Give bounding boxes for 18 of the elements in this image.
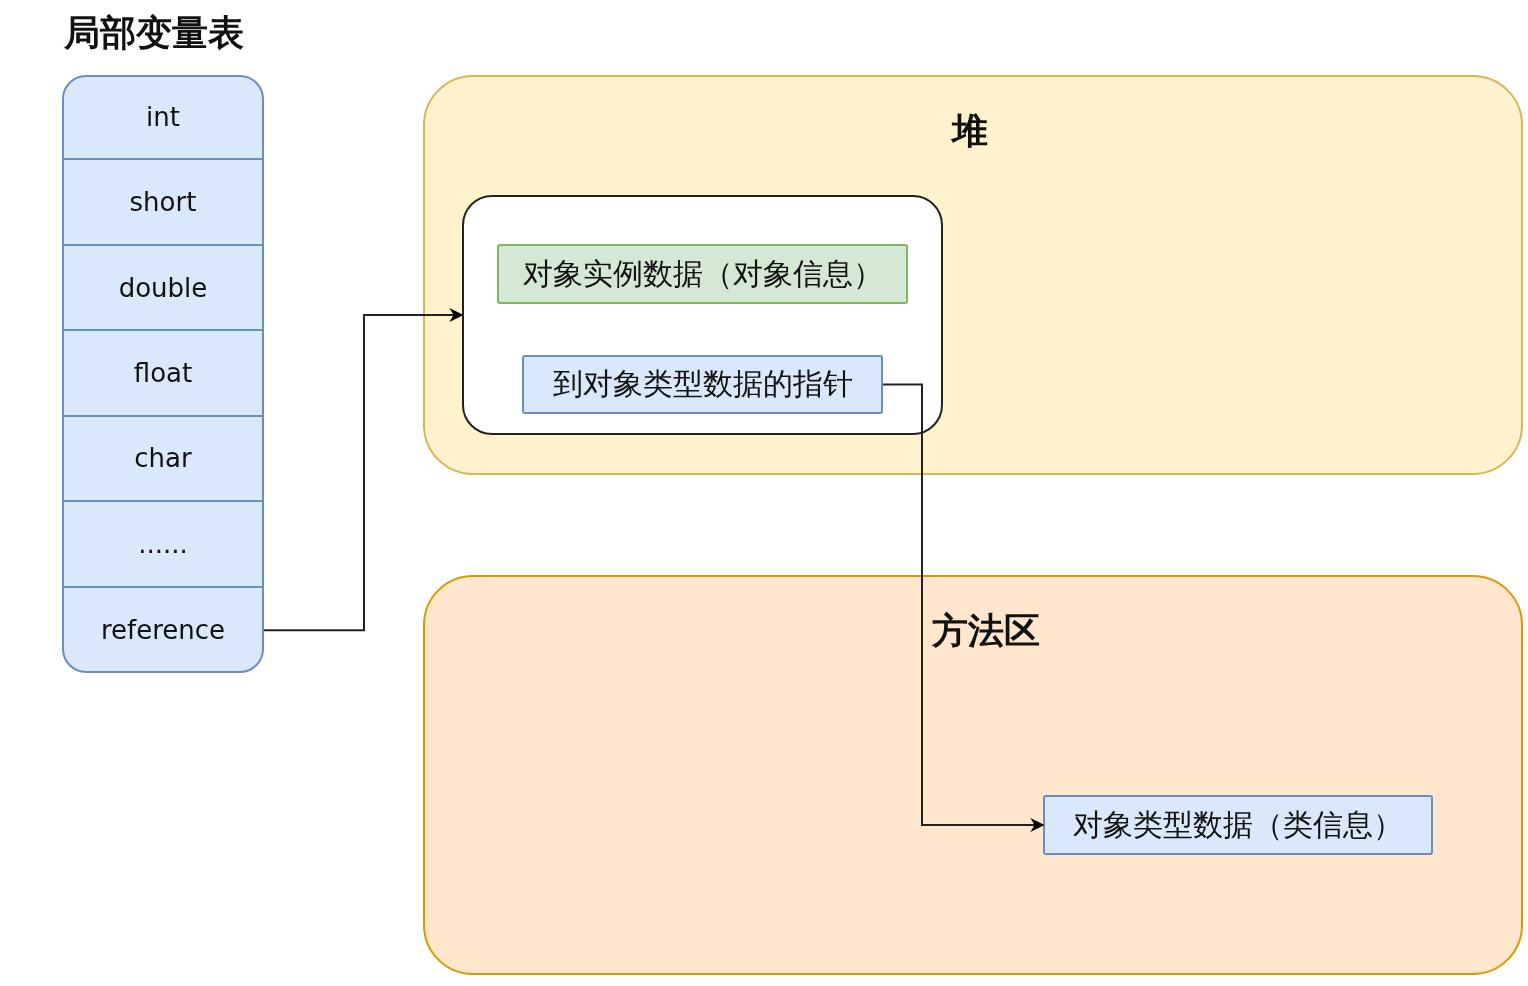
table-cell: short [62,160,264,246]
table-cell: reference [62,587,264,673]
method-area [423,575,1523,975]
heap-area [423,75,1523,475]
table-cell: ...... [62,502,264,588]
data-box: 对象类型数据（类信息） [1043,795,1433,855]
arrow [882,383,1045,832]
area-title: 方法区 [932,609,1040,653]
object-box [462,195,943,435]
table-heading: 局部变量表 [64,11,244,55]
data-box: 对象实例数据（对象信息） [497,244,908,304]
table-cell: double [62,245,264,332]
table-cell: float [62,331,264,417]
table-cell: char [62,416,264,503]
arrow [263,308,464,632]
area-title: 堆 [952,109,988,153]
data-box: 到对象类型数据的指针 [522,355,883,414]
table-cell: int [62,75,264,161]
